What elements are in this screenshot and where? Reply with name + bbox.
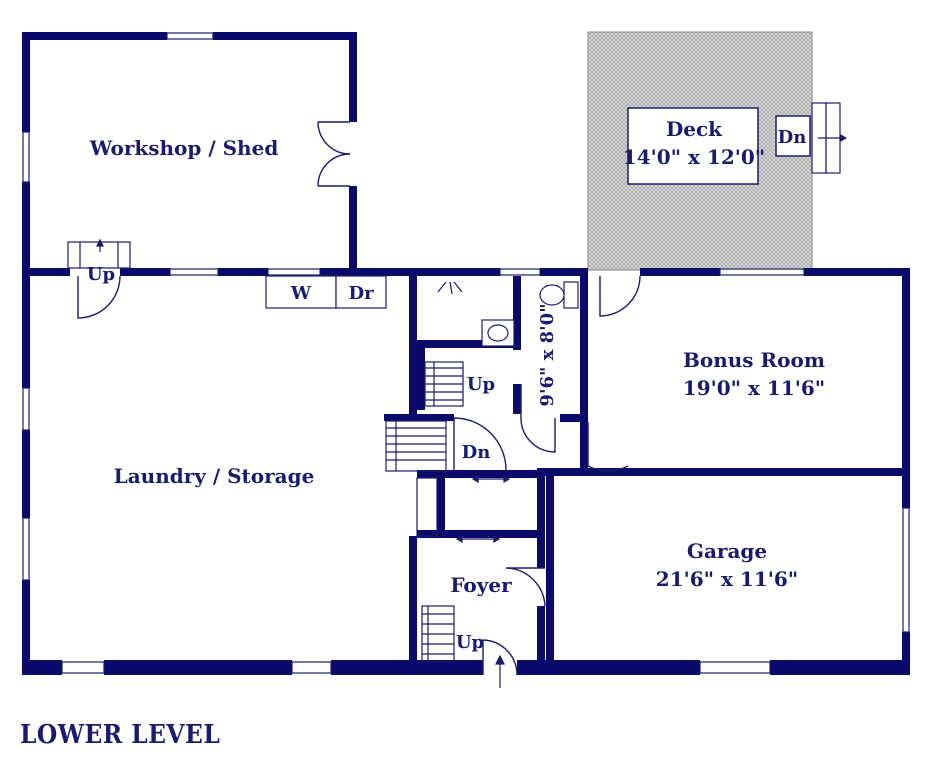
deck-stairs-label: Dn (778, 127, 807, 148)
garage-dims: 21'6" x 11'6" (656, 567, 798, 591)
stairs-down-label: Dn (462, 442, 491, 463)
bath-dims: 9'6" x 8'0" (537, 303, 558, 406)
washer-label: W (290, 283, 312, 304)
walls (22, 32, 910, 675)
deck-dims: 14'0" x 12'0" (623, 145, 765, 169)
foyer-name: Foyer (450, 573, 512, 597)
bonus-dims: 19'0" x 11'6" (683, 376, 825, 400)
garage-name: Garage (687, 539, 767, 563)
shed-stairs-label: Up (87, 264, 115, 285)
doorway-markers (455, 474, 511, 688)
foyer-stairs-label: Up (456, 632, 484, 653)
stairs-up-label: Up (467, 374, 495, 395)
workshop-name: Workshop / Shed (89, 136, 279, 160)
level-title: LOWER LEVEL (20, 720, 221, 750)
doors (77, 121, 641, 676)
windows (22, 32, 910, 674)
stairs (67, 238, 464, 663)
deck (587, 31, 847, 271)
deck-name: Deck (666, 117, 723, 141)
fixtures (265, 275, 579, 347)
bonus-name: Bonus Room (683, 348, 825, 372)
dryer-label: Dr (348, 283, 374, 304)
laundry-name: Laundry / Storage (114, 464, 315, 488)
